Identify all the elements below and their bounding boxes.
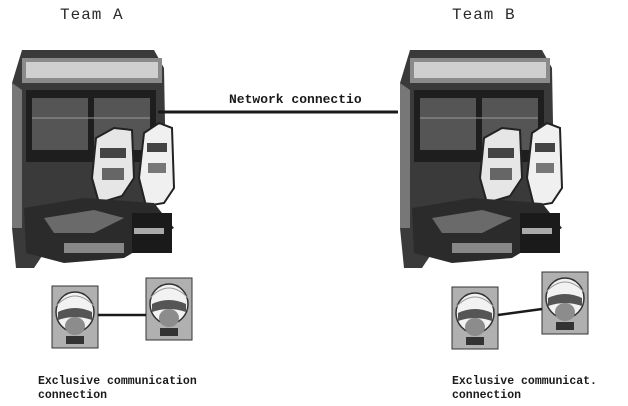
team-b-helmet-left-icon: [451, 286, 499, 350]
team-b-note-line1: Exclusive communicat.: [452, 375, 597, 388]
team-a-title: Team A: [60, 6, 124, 24]
team-b-note-line2: connection: [452, 389, 522, 402]
team-b-note: Exclusive communicat. connection: [452, 375, 626, 403]
team-b-helmet-right-icon: [541, 271, 589, 335]
team-a-note-line1: Exclusive communication: [38, 375, 197, 388]
network-connection-label: Network connectio: [228, 92, 363, 107]
team-b-comm-line: [497, 307, 543, 317]
team-a-helmet-right-icon: [145, 277, 193, 341]
team-b-title: Team B: [452, 6, 516, 24]
team-a-note: Exclusive communication connection: [38, 375, 197, 403]
team-a-cabinet-icon: [11, 49, 175, 269]
team-b-cabinet-icon: [399, 49, 563, 269]
team-a-helmet-left-icon: [51, 285, 99, 349]
team-a-note-line2: connection: [38, 389, 108, 402]
